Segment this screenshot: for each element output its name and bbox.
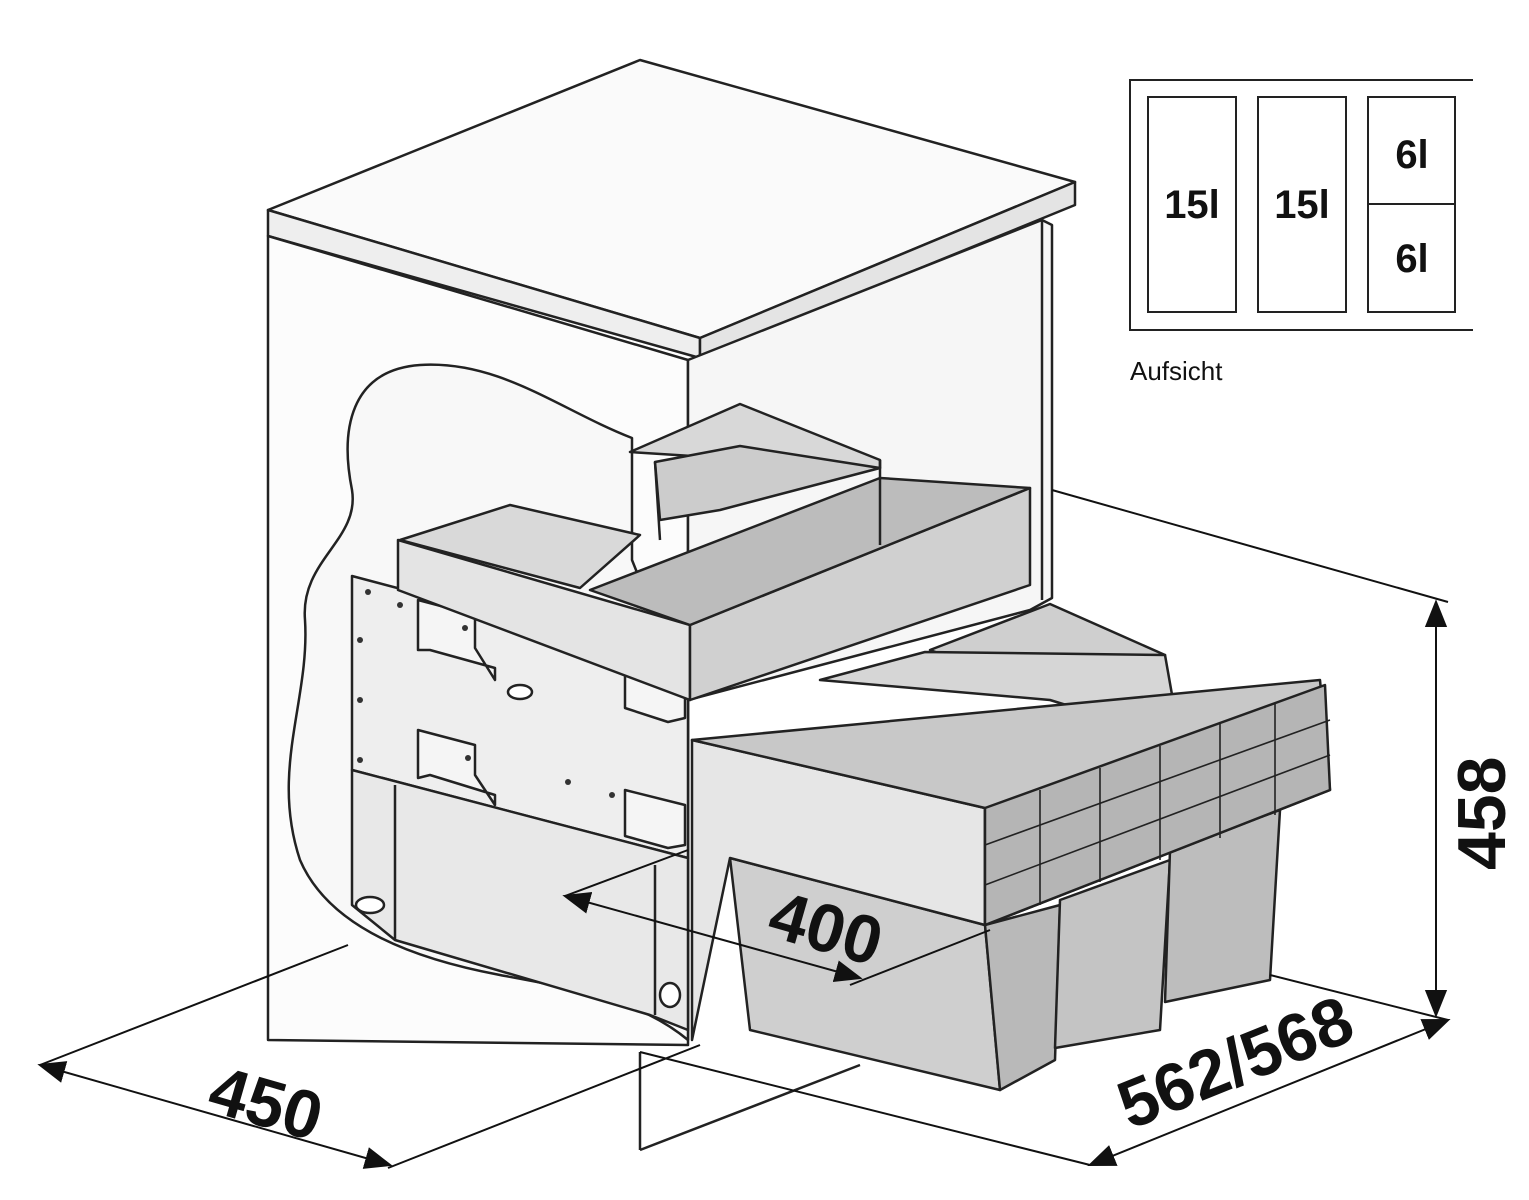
dimension-height: 458	[1444, 757, 1520, 870]
drawer-grid	[984, 704, 1331, 905]
top-view-caption: Aufsicht	[1130, 356, 1223, 386]
top-view-bin-4-label: 6l	[1395, 237, 1428, 281]
bin-drawer	[690, 602, 1332, 1092]
top-view-bin-1	[1147, 96, 1237, 313]
top-view-bin-2-label: 15l	[1274, 183, 1330, 227]
top-view-bin-3-label: 6l	[1395, 133, 1428, 177]
upper-tray	[396, 402, 1032, 702]
dimension-width: 450	[201, 1051, 331, 1155]
worktop-side-edge	[698, 180, 1077, 360]
dimension-lines	[37, 489, 1451, 1169]
top-view	[1129, 79, 1473, 331]
top-view-bin-2	[1257, 96, 1347, 313]
top-view-bin-1-label: 15l	[1164, 183, 1220, 227]
top-view-bin-4	[1367, 203, 1456, 313]
